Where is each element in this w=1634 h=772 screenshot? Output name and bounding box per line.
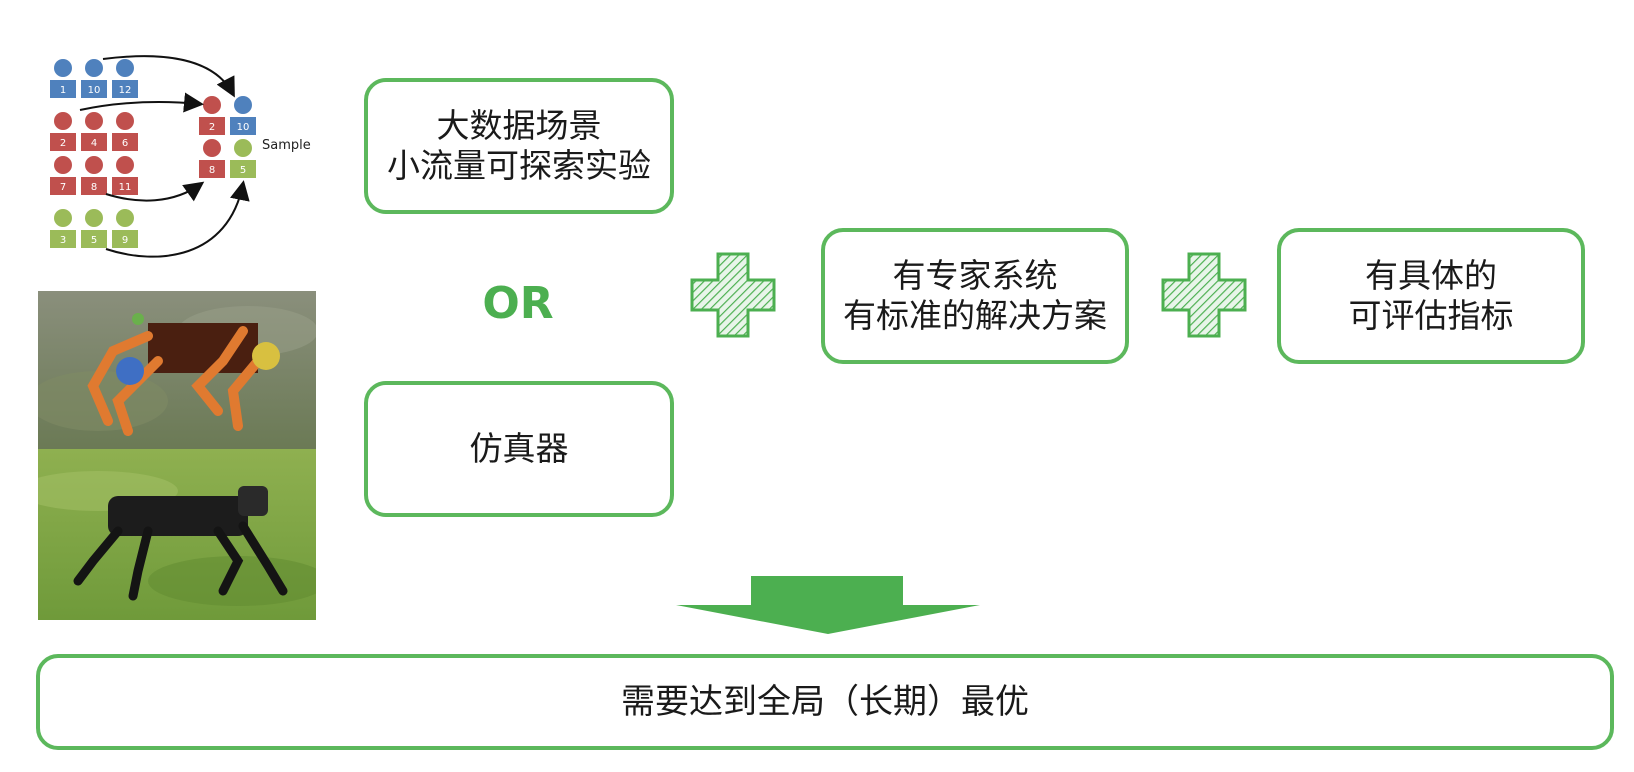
big-data-line2: 小流量可探索实验 [387,146,651,185]
big-data-line1: 大数据场景 [436,106,602,145]
person-label: 12 [119,85,132,96]
expert-line1: 有专家系统 [892,256,1058,295]
person-label: 9 [122,235,128,246]
person-label: 3 [60,235,66,246]
robot-images-svg [38,291,316,620]
metrics-line2: 可评估指标 [1348,296,1514,335]
metrics-box: 有具体的 可评估指标 [1277,228,1585,364]
person-label: 1 [60,85,66,96]
simulation-robot-image [38,291,316,449]
group-red-2: 7 8 11 [50,156,138,195]
expert-line2: 有标准的解决方案 [843,296,1107,335]
group-red-1: 2 4 6 [50,112,138,151]
sample-text: Sample [262,138,311,153]
sample-group: 2 10 8 5 [199,96,256,178]
person-label: 4 [91,138,97,149]
simulator-box: 仿真器 [364,381,674,517]
sampling-diagram: 1 10 12 2 4 6 7 8 11 3 5 9 [50,55,311,258]
group-blue: 1 10 12 [50,59,138,98]
person-label: 5 [91,235,97,246]
plus-icon [690,252,776,338]
real-robot-image [38,449,316,620]
group-green: 3 5 9 [50,209,138,248]
person-label: 2 [60,138,66,149]
big-data-box: 大数据场景 小流量可探索实验 [364,78,674,214]
robot-images [38,291,316,620]
goal-text: 需要达到全局（长期）最优 [621,682,1029,722]
plus-icon [1161,252,1247,338]
metrics-line1: 有具体的 [1365,256,1497,295]
sampling-arrows [79,55,250,258]
person-label: 11 [119,182,132,193]
expert-system-box: 有专家系统 有标准的解决方案 [821,228,1129,364]
sample-label: 2 [209,122,215,133]
person-label: 8 [91,182,97,193]
person-label: 7 [60,182,66,193]
or-label: OR [482,278,554,329]
person-label: 6 [122,138,128,149]
sample-label: 5 [240,165,246,176]
sample-label: 8 [209,165,215,176]
goal-box: 需要达到全局（长期）最优 [36,654,1614,750]
person-label: 10 [88,85,101,96]
sample-label: 10 [237,122,250,133]
down-arrow-icon [676,576,980,634]
simulator-line1: 仿真器 [469,429,569,468]
